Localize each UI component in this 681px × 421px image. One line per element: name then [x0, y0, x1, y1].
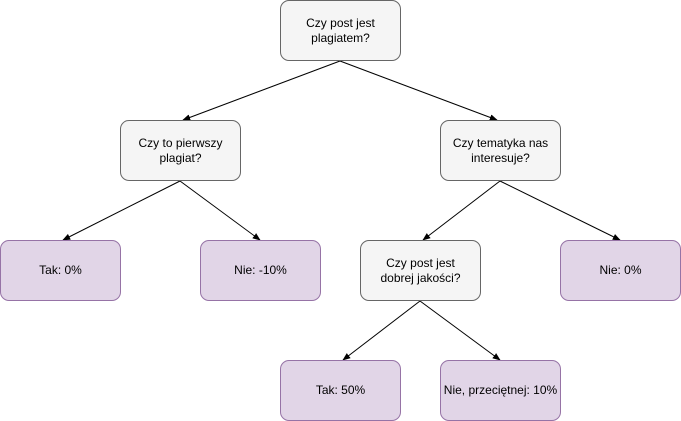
- node-leaf-nie-minus10: Nie: -10%: [200, 240, 321, 301]
- node-leaf-tak-50: Tak: 50%: [280, 360, 401, 421]
- edge-topic-quality: [422, 180, 501, 241]
- node-root-question: Czy post jest plagiatem?: [280, 0, 401, 61]
- node-topic-question: Czy tematyka nas interesuje?: [440, 120, 561, 181]
- edge-first-nie10: [179, 180, 261, 241]
- edge-quality-tak50: [342, 300, 421, 361]
- node-first-plagiarism-question: Czy to pierwszy plagiat?: [120, 120, 241, 181]
- edge-root-topic: [339, 60, 498, 121]
- node-leaf-tak-0: Tak: 0%: [0, 240, 121, 301]
- node-quality-question: Czy post jest dobrej jakości?: [360, 240, 481, 301]
- node-leaf-nie-przecietnej-10: Nie, przeciętnej: 10%: [440, 360, 561, 421]
- edge-first-tak0: [62, 180, 181, 241]
- edge-quality-avg10: [419, 300, 501, 361]
- edge-topic-nie0: [499, 180, 621, 241]
- edge-root-first: [182, 60, 341, 121]
- node-leaf-nie-0: Nie: 0%: [560, 240, 681, 301]
